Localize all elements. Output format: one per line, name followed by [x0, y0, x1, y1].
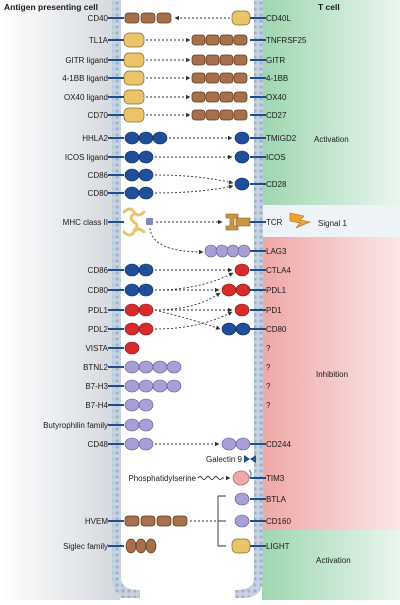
- right-label: CD28: [266, 180, 287, 189]
- tnf-family-molecules: [123, 10, 251, 123]
- left-label: Siglec family: [63, 542, 108, 551]
- tim3-molecule: [232, 470, 250, 486]
- inhibition-zone: [262, 237, 400, 530]
- left-label: CD70: [88, 111, 109, 120]
- left-label: MHC class II: [63, 218, 108, 227]
- inhibitory-molecules: Galectin 9 Phosphatidylserine: [124, 244, 256, 554]
- left-label: CD86: [88, 171, 109, 180]
- right-label: BTLA: [266, 495, 287, 504]
- right-label: CD244: [266, 440, 291, 449]
- right-label: CTLA4: [266, 266, 291, 275]
- right-label: TMIGD2: [266, 134, 297, 143]
- left-label: TL1A: [89, 36, 109, 45]
- mhc-tcr: Signal 1: [122, 207, 347, 255]
- left-label: CD80: [88, 189, 109, 198]
- left-label: BTNL2: [83, 363, 108, 372]
- right-label: OX40: [266, 93, 287, 102]
- galectin-label: Galectin 9: [206, 455, 243, 464]
- apc-header: Antigen presenting cell: [4, 2, 98, 12]
- right-label: ?: [266, 344, 271, 353]
- right-label: LIGHT: [266, 542, 290, 551]
- activation-bottom-zone: [262, 530, 400, 600]
- signal-1-label: Signal 1: [318, 219, 347, 228]
- right-label: TIM3: [266, 474, 285, 483]
- left-label: PDL1: [88, 306, 109, 315]
- left-label: HVEM: [85, 517, 108, 526]
- b7-activation-molecules: [124, 131, 250, 200]
- inhibition-label: Inhibition: [316, 370, 348, 379]
- right-label: PD1: [266, 306, 282, 315]
- right-label: TCR: [266, 218, 283, 227]
- right-label: PDL1: [266, 286, 287, 295]
- membrane-anchors: [108, 17, 266, 547]
- right-label: 4-1BB: [266, 74, 288, 83]
- phosphatidylserine-label: Phosphatidylserine: [128, 474, 196, 483]
- activation-top-zone: [262, 0, 400, 205]
- left-label: ICOS ligand: [65, 153, 108, 162]
- right-label: CD80: [266, 325, 287, 334]
- left-label: B7-H3: [85, 382, 108, 391]
- right-label: CD40L: [266, 14, 291, 23]
- right-label: ?: [266, 363, 271, 372]
- left-label: 4-1BB ligand: [62, 74, 108, 83]
- hvem-bracket: [217, 495, 226, 547]
- apc-background: [0, 0, 120, 600]
- right-label: ICOS: [266, 153, 286, 162]
- signal-bolt-icon: [289, 212, 312, 229]
- galectin-icon: [244, 455, 256, 463]
- left-label: B7-H4: [85, 401, 108, 410]
- right-label: GITR: [266, 56, 285, 65]
- right-label: LAG3: [266, 247, 287, 256]
- left-labels: CD40 TL1A GITR ligand 4-1BB ligand OX40 …: [43, 14, 109, 551]
- tcell-header: T cell: [318, 2, 340, 12]
- left-label: CD40: [88, 14, 109, 23]
- left-label: OX40 ligand: [64, 93, 108, 102]
- light-molecule: [231, 538, 251, 554]
- left-label: CD86: [88, 266, 109, 275]
- signal-zone: [262, 205, 400, 237]
- right-label: CD160: [266, 517, 291, 526]
- right-label: CD27: [266, 111, 287, 120]
- left-label: CD48: [88, 440, 109, 449]
- right-label: ?: [266, 382, 271, 391]
- left-label: CD80: [88, 286, 109, 295]
- activation-bottom-label: Activation: [316, 556, 351, 565]
- activation-top-label: Activation: [314, 135, 349, 144]
- right-label: TNFRSF25: [266, 36, 307, 45]
- right-labels: CD40L TNFRSF25 GITR 4-1BB OX40 CD27 TMIG…: [266, 14, 307, 551]
- right-label: ?: [266, 401, 271, 410]
- left-label: GITR ligand: [65, 56, 108, 65]
- left-label: VISTA: [85, 344, 108, 353]
- left-label: Butyrophilin family: [43, 421, 108, 430]
- left-label: PDL2: [88, 325, 109, 334]
- left-label: HHLA2: [82, 134, 108, 143]
